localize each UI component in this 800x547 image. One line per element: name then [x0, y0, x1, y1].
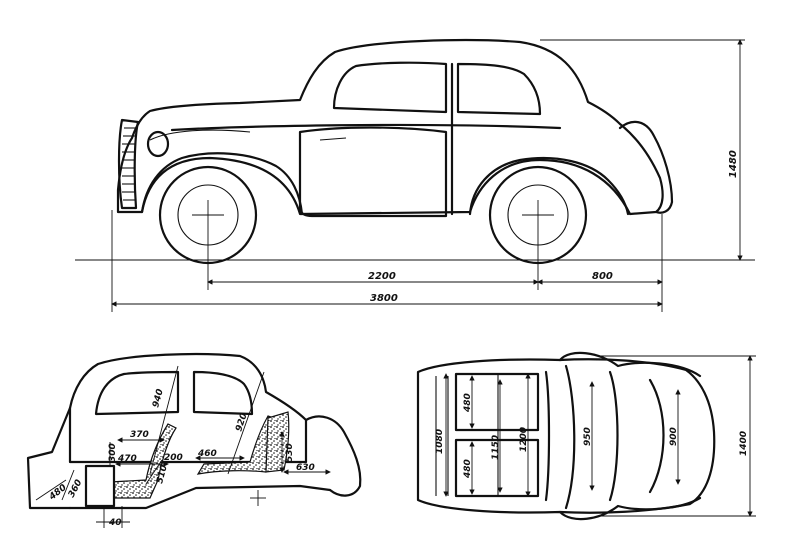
- plan-rear-seat: [454, 372, 540, 432]
- dim-label-470: 470: [117, 454, 137, 464]
- radiator-grille: [117, 118, 140, 210]
- plan-front-fenders: [558, 351, 702, 378]
- beltline-trim: [170, 123, 562, 132]
- dim-label-1200: 1200: [519, 427, 529, 452]
- front-door: [298, 126, 448, 218]
- dim-label-overall-height: 1480: [728, 150, 739, 178]
- rear-fender: [468, 156, 630, 216]
- section-rear-window: [192, 370, 254, 416]
- section-floor: [68, 484, 332, 510]
- dim-line-360: [61, 469, 75, 501]
- dim-label-920: 920: [234, 412, 249, 433]
- plan-front-fenders-lower: [558, 496, 702, 521]
- plan-front-seats: [454, 438, 540, 498]
- section-view: 940 920 370 300 470 200 460 510 530 630 …: [26, 352, 362, 528]
- dim-label-wheelbase: 2200: [368, 271, 396, 282]
- dim-label-510: 510: [155, 464, 170, 485]
- car-body-outline: [116, 39, 664, 216]
- dim-label-370: 370: [130, 430, 149, 440]
- plan-dash-left: [544, 370, 551, 502]
- front-fender: [140, 152, 304, 216]
- dim-line-940: [149, 365, 179, 475]
- section-crosshair: [250, 490, 266, 506]
- headlamp: [146, 130, 170, 158]
- dim-label-630: 630: [296, 463, 315, 473]
- dim-label-480-lower: 480: [463, 459, 473, 479]
- section-front-window: [94, 370, 180, 416]
- dim-label-1150: 1150: [491, 435, 501, 460]
- front-window: [332, 61, 448, 114]
- dim-label-940: 940: [151, 388, 166, 409]
- section-spare-cover: [304, 415, 362, 497]
- dim-label-overall-width: 1400: [739, 431, 749, 456]
- rear-seat-back: [265, 411, 290, 473]
- door-handle: [319, 137, 347, 141]
- side-view: 2200 800 3800 1480: [75, 39, 755, 312]
- dim-label-530: 530: [285, 443, 295, 462]
- section-front-cowl: [26, 406, 72, 510]
- dim-label-480: 480: [47, 483, 69, 503]
- pedal-well: [84, 464, 116, 508]
- plan-hood-panel: [608, 370, 619, 502]
- dim-label-40: 40: [108, 518, 122, 528]
- dim-label-900: 900: [669, 427, 679, 446]
- dim-label-300: 300: [108, 443, 118, 462]
- front-seat: [95, 423, 177, 499]
- dim-label-950: 950: [583, 427, 593, 446]
- plan-nose: [648, 378, 665, 494]
- rear-window: [456, 62, 542, 116]
- grille-bars: [122, 127, 136, 201]
- dim-label-460: 460: [197, 449, 217, 459]
- dim-line-480: [35, 479, 67, 501]
- dim-label-200: 200: [164, 453, 183, 463]
- plan-body-outline: [416, 358, 716, 514]
- section-body-outline: [68, 352, 308, 464]
- dim-label-480-upper: 480: [463, 393, 473, 413]
- dim-label-rear-overhang: 800: [592, 271, 613, 282]
- dim-label-overall-length: 3800: [370, 293, 398, 304]
- dim-line-510: [145, 459, 163, 485]
- plan-view: 1080 480 480 1150 1200 950 900 1400: [416, 351, 756, 521]
- plan-bulkhead: [564, 364, 576, 510]
- rear-spare-cover: [618, 120, 674, 214]
- hood-crease: [149, 129, 251, 141]
- dim-label-1080: 1080: [435, 429, 445, 454]
